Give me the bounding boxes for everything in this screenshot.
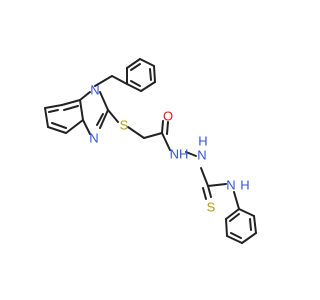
- nh-cs-bond: [200, 167, 209, 187]
- molecule-diagram: N N S O NH H N S N H: [44, 58, 257, 244]
- carbonyl-double-b: [166, 121, 169, 135]
- ch2-carbonyl-bond: [143, 132, 163, 139]
- carbonyl-double-a: [161, 120, 164, 134]
- atom-s-thione: S: [207, 200, 216, 215]
- benzo-ring: [44, 99, 84, 134]
- c2-s-bond: [107, 109, 119, 123]
- atom-h-anilino: H: [240, 178, 249, 193]
- carbonyl-n-bond: [161, 132, 171, 151]
- thione-double-b: [202, 187, 207, 200]
- benzyl-phenyl-ring: [126, 58, 156, 92]
- atom-nh-hydrazide: NH: [170, 147, 189, 162]
- atom-n-thiosemicarbazide: N: [197, 148, 206, 163]
- anilino-phenyl-ring: [225, 208, 257, 244]
- atom-o-carbonyl: O: [163, 109, 173, 124]
- nh-phenyl-bond: [233, 191, 240, 210]
- n-n-bond: [185, 151, 197, 157]
- atom-h-thiosemicarbazide: H: [198, 134, 207, 149]
- imidazole-ring: [79, 91, 109, 135]
- atom-n3: N: [89, 131, 98, 146]
- atom-n-anilino: N: [226, 178, 235, 193]
- atom-n1: N: [90, 83, 99, 98]
- thione-double-a: [207, 185, 212, 198]
- structure-canvas: N N S O NH H N S N H: [44, 58, 257, 244]
- s-ch2-bond: [127, 126, 145, 139]
- ch2-n1-bond: [94, 75, 113, 87]
- atom-s-thioether: S: [120, 118, 129, 133]
- benzyl-ch2-bond: [111, 75, 128, 85]
- cs-nh-bond: [207, 183, 227, 187]
